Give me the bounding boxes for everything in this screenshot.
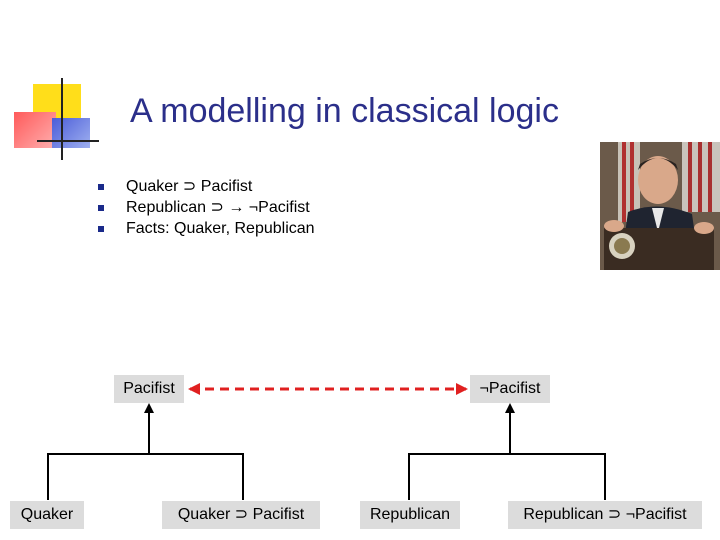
right-inference-tree	[408, 403, 606, 500]
bullet-text: Quaker ⊃ Pacifist	[126, 178, 253, 195]
node-pacifist: Pacifist	[114, 375, 184, 403]
node-republican-implies-not-pacifist: Republican ⊃ ¬Pacifist	[508, 501, 702, 529]
speaker-photo-illustration	[600, 142, 720, 270]
node-quaker: Quaker	[10, 501, 84, 529]
left-inference-tree	[47, 403, 244, 500]
speaker-photo	[600, 142, 720, 270]
bullet-item: Quaker ⊃ Pacifist	[98, 176, 315, 197]
bullet-text: Facts: Quaker, Republican	[126, 220, 315, 237]
bullet-item: Republican ⊃ → ¬Pacifist	[98, 197, 315, 218]
node-republican: Republican	[360, 501, 460, 529]
bullet-item: Facts: Quaker, Republican	[98, 218, 315, 239]
bullet-list: Quaker ⊃ Pacifist Republican ⊃ → ¬Pacifi…	[98, 176, 315, 239]
title-decoration-vline	[61, 78, 63, 160]
node-quaker-implies-pacifist: Quaker ⊃ Pacifist	[162, 501, 320, 529]
title-decoration-pink	[14, 112, 56, 148]
bullet-square-icon	[98, 205, 104, 211]
node-not-pacifist: ¬Pacifist	[470, 375, 550, 403]
title-decoration-blue	[52, 118, 90, 148]
bullet-square-icon	[98, 184, 104, 190]
bullet-square-icon	[98, 226, 104, 232]
title-decoration-hline	[37, 140, 99, 142]
slide-title: A modelling in classical logic	[130, 92, 559, 130]
bullet-text: Republican ⊃ → ¬Pacifist	[126, 199, 310, 216]
